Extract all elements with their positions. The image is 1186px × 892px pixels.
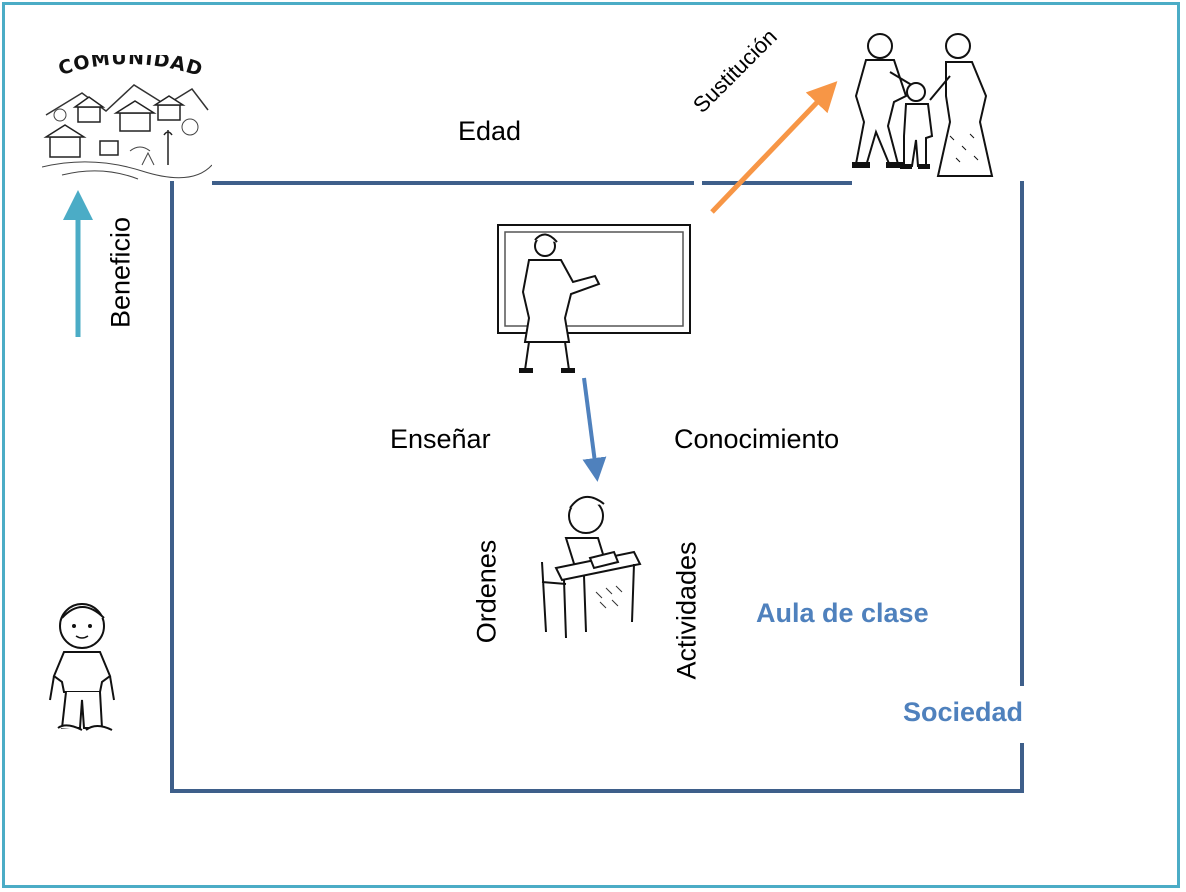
beneficio-label: Beneficio xyxy=(105,216,136,329)
child-standing-icon xyxy=(49,603,115,731)
conocimiento-label: Conocimiento xyxy=(674,424,840,454)
sustitucion-arrow xyxy=(710,81,838,214)
aula-de-clase-box xyxy=(170,181,1024,793)
comunidad-title: COMUNIDAD xyxy=(56,55,205,81)
aula-de-clase-label: Aula de clase xyxy=(756,598,929,628)
aula-top-border xyxy=(170,181,1024,185)
svg-text:COMUNIDAD: COMUNIDAD xyxy=(56,55,206,81)
parents-with-child-icon xyxy=(852,33,994,177)
actividades-label: Actividades xyxy=(671,541,702,680)
edad-label: Edad xyxy=(458,116,522,146)
sociedad-label: Sociedad xyxy=(903,697,1024,727)
ensenar-arrow xyxy=(582,377,607,482)
aula-right-border-upper xyxy=(1020,181,1024,686)
community-village-icon: COMUNIDAD xyxy=(42,55,212,180)
aula-right-border-lower xyxy=(1020,743,1024,793)
ensenar-label: Enseñar xyxy=(390,424,491,454)
ordenes-label: Ordenes xyxy=(471,539,502,644)
student-at-desk-icon xyxy=(541,496,642,639)
teacher-at-blackboard-icon xyxy=(497,224,691,373)
